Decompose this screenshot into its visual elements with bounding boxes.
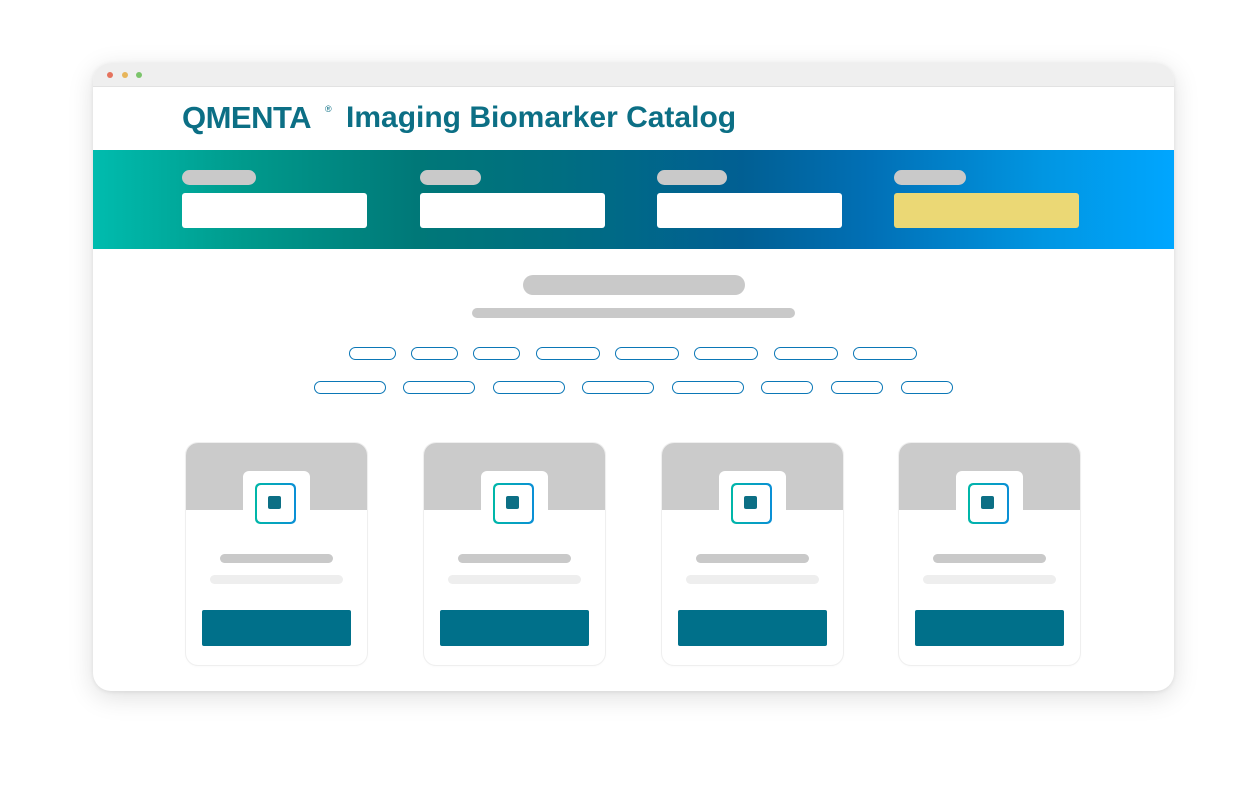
filter-tag[interactable] [853, 347, 917, 360]
filter-tag[interactable] [582, 381, 654, 394]
maximize-window-dot[interactable] [136, 72, 142, 78]
card-icon-frame [968, 483, 1009, 524]
filter-tag[interactable] [314, 381, 386, 394]
filter-label-4 [894, 170, 966, 185]
biomarker-card[interactable] [424, 443, 605, 665]
card-action-button[interactable] [202, 610, 351, 646]
filter-label-1 [182, 170, 256, 185]
card-icon-frame [493, 483, 534, 524]
registered-mark: ® [325, 104, 332, 114]
close-window-dot[interactable] [107, 72, 113, 78]
biomarker-card[interactable] [662, 443, 843, 665]
card-action-button[interactable] [440, 610, 589, 646]
card-icon-frame [731, 483, 772, 524]
card-subtitle-placeholder [686, 575, 819, 584]
qmenta-logo[interactable]: QMENTA [182, 100, 312, 135]
filter-tag[interactable] [473, 347, 520, 360]
card-icon-frame [255, 483, 296, 524]
minimize-window-dot[interactable] [122, 72, 128, 78]
card-icon-tile [243, 471, 310, 538]
card-subtitle-placeholder [448, 575, 581, 584]
filter-tag[interactable] [349, 347, 396, 360]
card-icon-tile [719, 471, 786, 538]
filter-tag[interactable] [536, 347, 600, 360]
square-icon [744, 496, 757, 509]
card-subtitle-placeholder [923, 575, 1056, 584]
filter-input-2[interactable] [420, 193, 605, 228]
card-subtitle-placeholder [210, 575, 343, 584]
filter-label-2 [420, 170, 481, 185]
card-title-placeholder [458, 554, 571, 563]
filter-tag[interactable] [901, 381, 953, 394]
filter-tag[interactable] [761, 381, 813, 394]
square-icon [268, 496, 281, 509]
filter-input-4[interactable] [894, 193, 1079, 228]
biomarker-card[interactable] [186, 443, 367, 665]
filter-label-3 [657, 170, 727, 185]
filter-tag[interactable] [831, 381, 883, 394]
filter-input-3[interactable] [657, 193, 842, 228]
filter-tag[interactable] [694, 347, 758, 360]
square-icon [981, 496, 994, 509]
page-header: QMENTA ® Imaging Biomarker Catalog [93, 87, 1174, 150]
filter-tag[interactable] [615, 347, 679, 360]
card-icon-tile [956, 471, 1023, 538]
section-heading-placeholder [523, 275, 745, 295]
card-title-placeholder [220, 554, 333, 563]
card-action-button[interactable] [915, 610, 1064, 646]
filter-tag[interactable] [403, 381, 475, 394]
browser-window: QMENTA ® Imaging Biomarker Catalog [93, 63, 1174, 691]
card-action-button[interactable] [678, 610, 827, 646]
page-title: Imaging Biomarker Catalog [346, 101, 737, 134]
biomarker-card[interactable] [899, 443, 1080, 665]
square-icon [506, 496, 519, 509]
filter-bar [93, 150, 1174, 249]
filter-tag[interactable] [493, 381, 565, 394]
filter-tag[interactable] [774, 347, 838, 360]
card-title-placeholder [696, 554, 809, 563]
filter-input-1[interactable] [182, 193, 367, 228]
section-subheading-placeholder [472, 308, 795, 318]
card-icon-tile [481, 471, 548, 538]
window-titlebar [93, 63, 1174, 87]
filter-tag[interactable] [672, 381, 744, 394]
filter-tag[interactable] [411, 347, 458, 360]
card-title-placeholder [933, 554, 1046, 563]
